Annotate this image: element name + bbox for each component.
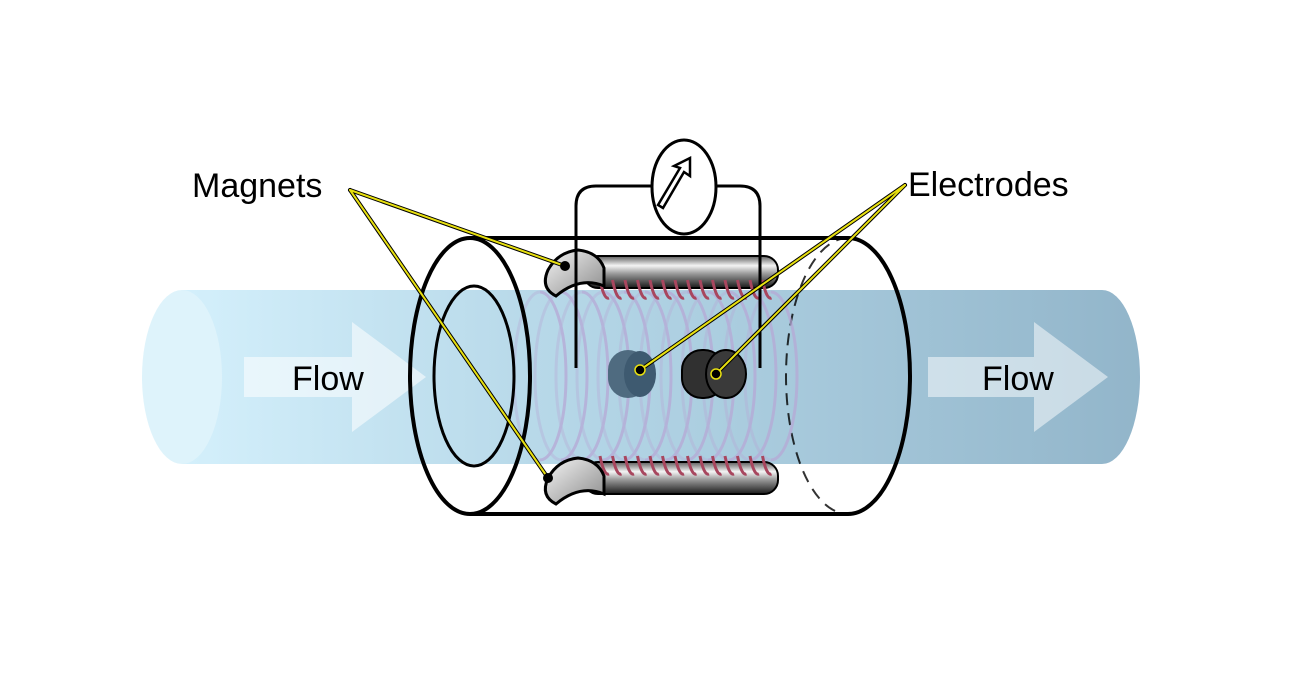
coil-turn xyxy=(736,455,748,476)
field-line xyxy=(560,290,589,462)
field-line xyxy=(659,290,688,462)
coil-turn xyxy=(661,455,673,476)
field-line xyxy=(749,290,778,462)
pipe-inlet-end xyxy=(142,290,222,464)
coil-turn xyxy=(673,455,685,476)
magnet-bottom xyxy=(543,456,606,506)
field-line xyxy=(596,290,625,462)
coil-turn xyxy=(723,455,735,476)
coil-turn xyxy=(711,455,723,476)
field-line xyxy=(770,290,799,462)
flow-out-label: Flow xyxy=(982,360,1054,398)
coil-turn xyxy=(636,455,648,476)
coil-turn xyxy=(648,455,660,476)
meter-front-ring xyxy=(408,236,532,516)
flow-in-label: Flow xyxy=(292,360,364,398)
flow-arrow-out xyxy=(928,322,1108,432)
electrodes-leader-lines xyxy=(634,183,907,380)
coil-turn xyxy=(598,455,610,476)
flow-arrow-in xyxy=(244,322,426,432)
magnets-leader-lines xyxy=(348,188,570,483)
coil-turn xyxy=(673,279,685,300)
meter-housing xyxy=(470,236,912,516)
electrode-left xyxy=(608,350,656,398)
magnets-label: Magnets xyxy=(192,167,322,205)
coil-turn xyxy=(623,455,635,476)
coil-turn xyxy=(748,279,760,300)
coil-turn xyxy=(636,279,648,300)
electrode-right xyxy=(681,349,747,399)
coil-turn xyxy=(611,279,623,300)
field-line xyxy=(644,290,673,462)
coil-turn xyxy=(698,455,710,476)
coil-turn xyxy=(661,279,673,300)
magnetic-field-lines xyxy=(512,290,799,462)
coil-turn xyxy=(748,455,760,476)
coil-turn xyxy=(711,279,723,300)
coil-turn xyxy=(623,279,635,300)
coil-turn xyxy=(686,455,698,476)
field-line xyxy=(581,290,610,462)
coil-turn xyxy=(648,279,660,300)
voltmeter-icon xyxy=(650,138,718,236)
field-line xyxy=(533,290,562,462)
field-line xyxy=(539,290,568,462)
coil-turn xyxy=(723,279,735,300)
coil-windings xyxy=(598,279,773,476)
coil-turn xyxy=(686,279,698,300)
coil-turn xyxy=(611,455,623,476)
field-line xyxy=(554,290,583,462)
bottom-magnet-core xyxy=(583,461,779,495)
pipe-body xyxy=(182,290,1140,464)
coil-turn xyxy=(698,279,710,300)
coil-turn xyxy=(761,455,773,476)
pipe xyxy=(142,290,1140,464)
voltmeter-wiring xyxy=(574,184,762,368)
electrodes-label: Electrodes xyxy=(908,166,1069,204)
field-line xyxy=(575,290,604,462)
